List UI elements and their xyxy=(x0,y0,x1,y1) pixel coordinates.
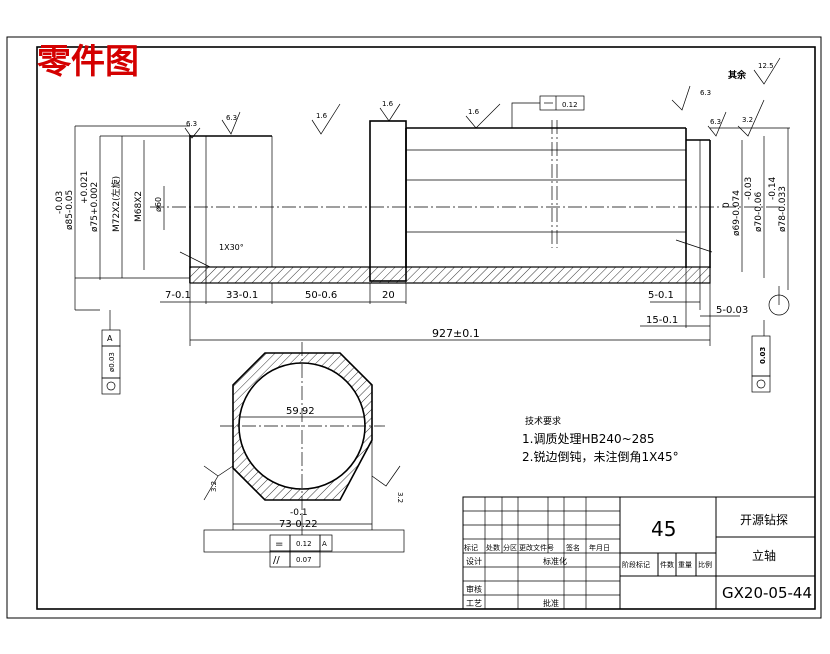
svg-text:0: 0 xyxy=(722,202,732,208)
svg-text:比例: 比例 xyxy=(698,560,712,569)
svg-text:-0.03: -0.03 xyxy=(55,191,65,214)
svg-text:-0.03: -0.03 xyxy=(744,177,754,200)
svg-text:7-0.1: 7-0.1 xyxy=(165,290,191,301)
roughness-marks: 6.3 6.3 1.6 1.6 1.6 6.3 6.3 3.2 xyxy=(184,85,765,139)
svg-text:=: = xyxy=(275,539,283,550)
svg-text:50-0.6: 50-0.6 xyxy=(305,290,337,301)
svg-text:6.3: 6.3 xyxy=(710,118,721,126)
inner-border xyxy=(36,46,816,610)
svg-text:设计: 设计 xyxy=(466,556,482,566)
svg-text:927±0.1: 927±0.1 xyxy=(432,327,480,340)
svg-text:ø60: ø60 xyxy=(154,197,163,212)
svg-text:0.03: 0.03 xyxy=(759,347,767,364)
shaft-collar xyxy=(369,120,407,282)
svg-text:标记: 标记 xyxy=(464,543,478,552)
drawing-number: GX20-05-44 xyxy=(722,584,812,602)
svg-text:6.3: 6.3 xyxy=(226,114,237,122)
svg-text:A: A xyxy=(107,334,113,343)
shaft-view: 1X30° 6.3 6.3 1.6 1.6 1.6 6.3 6.3 3.2 其余… xyxy=(55,57,790,395)
roughness-rest-value: 12.5 xyxy=(758,62,774,70)
svg-text:0.07: 0.07 xyxy=(296,556,312,564)
length-dims: 927±0.1 7-0.1 33-0.1 50-0.6 20 5-0.1 15-… xyxy=(160,268,748,346)
svg-text:73-0.22: 73-0.22 xyxy=(279,519,318,530)
svg-text:分区: 分区 xyxy=(503,543,517,552)
svg-text:签名: 签名 xyxy=(566,543,580,552)
right-datum: 0.03 xyxy=(751,286,790,393)
svg-text:3.2: 3.2 xyxy=(210,481,218,492)
outer-border xyxy=(6,36,822,619)
svg-text:ø70-0.06: ø70-0.06 xyxy=(754,191,764,232)
svg-text:阶段标记: 阶段标记 xyxy=(622,560,650,569)
svg-text:ø85-0.05: ø85-0.05 xyxy=(65,190,75,230)
left-datum: A ø0.03 xyxy=(75,309,121,395)
svg-text:重量: 重量 xyxy=(678,561,692,569)
svg-text:审核: 审核 xyxy=(466,584,482,594)
svg-text:1.6: 1.6 xyxy=(382,100,394,108)
svg-text:1.6: 1.6 xyxy=(316,112,328,120)
svg-text:1.调质处理HB240~285: 1.调质处理HB240~285 xyxy=(522,432,655,446)
svg-text:+0.021: +0.021 xyxy=(80,171,90,204)
svg-text:工艺: 工艺 xyxy=(466,599,482,608)
svg-text:0.12: 0.12 xyxy=(296,540,312,548)
svg-text:2.锐边倒钝，未注倒角1X45°: 2.锐边倒钝，未注倒角1X45° xyxy=(522,449,679,464)
svg-text:-0.14: -0.14 xyxy=(768,176,778,200)
title-block: 标记 处数 分区 更改文件号 签名 年月日 设计 标准化 审核 工艺 批准 45… xyxy=(462,496,816,610)
svg-text:-0.1: -0.1 xyxy=(290,508,308,518)
company-name: 开源钻探 xyxy=(740,512,788,527)
part-name: 立轴 xyxy=(752,548,776,563)
svg-text:M68X2: M68X2 xyxy=(134,191,144,222)
svg-text:6.3: 6.3 xyxy=(186,120,197,128)
svg-text:ø0.03: ø0.03 xyxy=(108,352,116,372)
svg-text:技术要求: 技术要求 xyxy=(525,415,561,427)
svg-text:ø69-0.074: ø69-0.074 xyxy=(732,190,742,236)
svg-text:处数: 处数 xyxy=(486,543,500,552)
chamfer-label: 1X30° xyxy=(219,243,244,252)
svg-text:A: A xyxy=(322,540,327,548)
svg-text:1.6: 1.6 xyxy=(468,108,480,116)
svg-text:ø78-0.033: ø78-0.033 xyxy=(778,186,788,232)
shaft-section-hatch xyxy=(189,266,711,284)
svg-text://: // xyxy=(273,555,280,566)
svg-text:M72X2(左旋): M72X2(左旋) xyxy=(110,176,122,232)
left-diameter-dims: ø85-0.05 -0.03 ø75+0.002 +0.021 M72X2(左旋… xyxy=(55,125,190,310)
svg-text:20: 20 xyxy=(382,290,395,301)
svg-text:3.2: 3.2 xyxy=(396,492,404,503)
svg-text:6.3: 6.3 xyxy=(700,89,711,97)
svg-text:批准: 批准 xyxy=(543,598,559,608)
svg-text:3.2: 3.2 xyxy=(742,116,753,124)
right-diameter-dims: ø69-0.074 0 ø70-0.06 -0.03 ø78-0.033 -0.… xyxy=(710,127,790,290)
svg-text:更改文件号: 更改文件号 xyxy=(519,543,554,552)
technical-notes: 技术要求 1.调质处理HB240~285 2.锐边倒钝，未注倒角1X45° xyxy=(522,415,679,464)
svg-text:5-0.03: 5-0.03 xyxy=(716,305,748,316)
svg-text:ø75+0.002: ø75+0.002 xyxy=(90,182,100,232)
drawing-title: 零件图 xyxy=(37,42,139,82)
svg-text:5-0.1: 5-0.1 xyxy=(648,290,674,301)
svg-text:15-0.1: 15-0.1 xyxy=(646,315,678,326)
material-value: 45 xyxy=(651,517,676,541)
cross-section-view: 59.92 -0.1 73-0.22 3.2 3.2 = 0.12 A // 0… xyxy=(203,342,405,568)
svg-text:件数: 件数 xyxy=(660,560,674,569)
svg-text:33-0.1: 33-0.1 xyxy=(226,290,258,301)
svg-text:年月日: 年月日 xyxy=(589,543,610,552)
svg-text:标准化: 标准化 xyxy=(543,556,567,566)
roughness-rest-label: 其余 xyxy=(728,69,747,81)
svg-text:0.12: 0.12 xyxy=(562,101,578,109)
inner-dim: 59.92 xyxy=(286,406,315,417)
